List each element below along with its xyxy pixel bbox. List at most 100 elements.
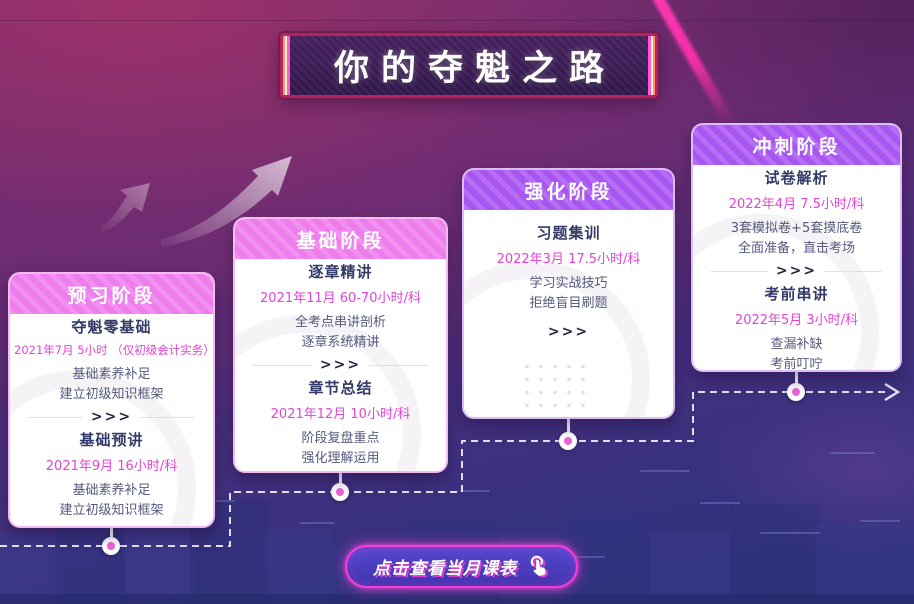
glitch-line: [300, 522, 335, 524]
timeline-dot: [102, 537, 120, 555]
chevron-right-icons: >>>: [775, 263, 818, 279]
glitch-line: [700, 502, 740, 504]
building-silhouette: [730, 504, 820, 604]
course-points: 学习实战技巧 拒绝盲目刷题: [468, 274, 669, 314]
glitch-line: [860, 520, 900, 522]
course-point: 强化理解运用: [301, 451, 380, 466]
growth-arrow-large-icon: [160, 156, 292, 247]
stage-header: 预习阶段: [10, 274, 213, 314]
course-point: 考前叮咛: [770, 357, 823, 372]
course-item: 夺魁零基础 2021年7月 5小时 （仅初级会计实务） 基础素养补足 建立初级知…: [14, 316, 215, 405]
chevron-right-icons: >>>: [90, 409, 133, 425]
course-title: 基础预讲: [79, 431, 144, 449]
view-schedule-label: 点击查看当月课表: [373, 559, 517, 579]
course-point: 基础素养补足: [72, 483, 151, 498]
view-schedule-button[interactable]: 点击查看当月课表: [345, 545, 578, 588]
building-silhouette: [265, 529, 330, 604]
timeline-stem: [795, 372, 798, 388]
course-point: 3套模拟卷+5套摸底卷: [730, 221, 863, 236]
building-silhouette: [815, 524, 914, 604]
course-schedule: 2022年4月 7.5小时/科: [728, 197, 865, 212]
course-title: 试卷解析: [764, 169, 829, 187]
course-item: 基础预讲 2021年9月 16小时/科 基础素养补足 建立初级知识框架: [14, 429, 209, 521]
background-divider-line: [0, 20, 914, 21]
stage-card-reinforcement: 强化阶段 习题集训 2022年3月 17.5小时/科 学习实战技巧 拒绝盲目刷题…: [462, 168, 675, 419]
course-schedule: 2021年11月 60-70小时/科: [260, 291, 421, 306]
course-points: 基础素养补足 建立初级知识框架: [14, 365, 209, 405]
dot-grid-decoration: [520, 360, 592, 412]
glitch-line: [830, 452, 875, 454]
tap-hand-icon: [530, 555, 546, 576]
course-title: 考前串讲: [764, 285, 829, 303]
course-points: 阶段复盘重点 强化理解运用: [239, 429, 442, 469]
growth-arrow-small-icon: [100, 183, 150, 232]
stage-body: 试卷解析 2022年4月 7.5小时/科 3套模拟卷+5套摸底卷 全面准备，直击…: [693, 165, 900, 372]
course-point: 建立初级知识框架: [59, 387, 164, 402]
divider-line: [253, 364, 312, 366]
divider-line: [825, 270, 883, 272]
divider-line: [27, 416, 83, 418]
course-item: 习题集训 2022年3月 17.5小时/科 学习实战技巧 拒绝盲目刷题: [468, 222, 669, 314]
course-point: 逐章系统精讲: [301, 335, 380, 350]
course-item: 章节总结 2021年12月 10小时/科 阶段复盘重点 强化理解运用: [239, 377, 442, 469]
timeline-dot: [559, 432, 577, 450]
timeline-path: [0, 391, 888, 547]
chevron-right-icons: >>>: [547, 324, 590, 340]
glitch-line: [460, 490, 490, 492]
course-points: 查漏补缺 考前叮咛: [697, 335, 896, 372]
course-point: 拒绝盲目刷题: [529, 296, 608, 311]
course-point: 全考点串讲剖析: [294, 315, 386, 330]
building-silhouette: [565, 514, 650, 604]
course-point: 阶段复盘重点: [301, 431, 380, 446]
page-title-banner: 你的夺魁之路: [280, 33, 658, 98]
divider-line: [710, 270, 768, 272]
course-schedule: 2021年9月 16小时/科: [45, 459, 178, 474]
stage-card-sprint: 冲刺阶段 试卷解析 2022年4月 7.5小时/科 3套模拟卷+5套摸底卷 全面…: [691, 123, 902, 372]
timeline-arrowhead: [884, 382, 901, 402]
stage-card-foundation: 基础阶段 逐章精讲 2021年11月 60-70小时/科 全考点串讲剖析 逐章系…: [233, 217, 448, 473]
course-title: 逐章精讲: [308, 263, 373, 281]
divider-line: [369, 364, 428, 366]
timeline-dot: [331, 483, 349, 501]
course-points: 全考点串讲剖析 逐章系统精讲: [239, 313, 442, 353]
course-points: 3套模拟卷+5套摸底卷 全面准备，直击考场: [697, 219, 896, 259]
course-schedule: 2022年5月 3小时/科: [734, 313, 859, 328]
building-silhouette: [125, 524, 195, 604]
divider-arrows: >>>: [27, 409, 196, 425]
course-points: 基础素养补足 建立初级知识框架: [14, 481, 209, 521]
timeline-stem: [339, 473, 342, 488]
course-item: 逐章精讲 2021年11月 60-70小时/科 全考点串讲剖析 逐章系统精讲: [239, 261, 442, 353]
course-schedule: 2022年3月 17.5小时/科: [496, 252, 641, 267]
chevron-right-icons: >>>: [319, 357, 362, 373]
page-title: 你的夺魁之路: [333, 49, 616, 89]
divider-arrows: >>>: [710, 263, 883, 279]
course-point: 基础素养补足: [72, 367, 151, 382]
course-item: 考前串讲 2022年5月 3小时/科 查漏补缺 考前叮咛: [697, 283, 896, 372]
divider-arrows: >>>: [253, 357, 428, 373]
stage-header: 基础阶段: [235, 219, 446, 259]
course-point: 查漏补缺: [770, 337, 823, 352]
glitch-line: [760, 532, 820, 534]
stage-body: 逐章精讲 2021年11月 60-70小时/科 全考点串讲剖析 逐章系统精讲 >…: [235, 259, 446, 471]
stage-body: 夺魁零基础 2021年7月 5小时 （仅初级会计实务） 基础素养补足 建立初级知…: [10, 314, 215, 526]
skyline-base: [0, 594, 914, 604]
glitch-line: [560, 556, 605, 558]
stage-header: 冲刺阶段: [693, 125, 900, 165]
stage-body: 习题集训 2022年3月 17.5小时/科 学习实战技巧 拒绝盲目刷题 >>>: [464, 210, 673, 417]
divider-line: [140, 416, 196, 418]
course-schedule: 2021年12月 10小时/科: [270, 407, 411, 422]
course-item: 试卷解析 2022年4月 7.5小时/科 3套模拟卷+5套摸底卷 全面准备，直击…: [697, 167, 896, 259]
building-silhouette: [650, 534, 730, 604]
course-schedule: 2021年7月 5小时 （仅初级会计实务）: [14, 343, 215, 357]
course-title: 夺魁零基础: [71, 318, 152, 336]
timeline-stem: [567, 419, 570, 437]
glitch-line: [640, 470, 690, 472]
course-title: 习题集训: [536, 224, 601, 242]
stage-card-preview: 预习阶段 夺魁零基础 2021年7月 5小时 （仅初级会计实务） 基础素养补足 …: [8, 272, 215, 528]
stage-header: 强化阶段: [464, 170, 673, 210]
course-point: 学习实战技巧: [529, 276, 608, 291]
course-title: 章节总结: [308, 379, 373, 397]
